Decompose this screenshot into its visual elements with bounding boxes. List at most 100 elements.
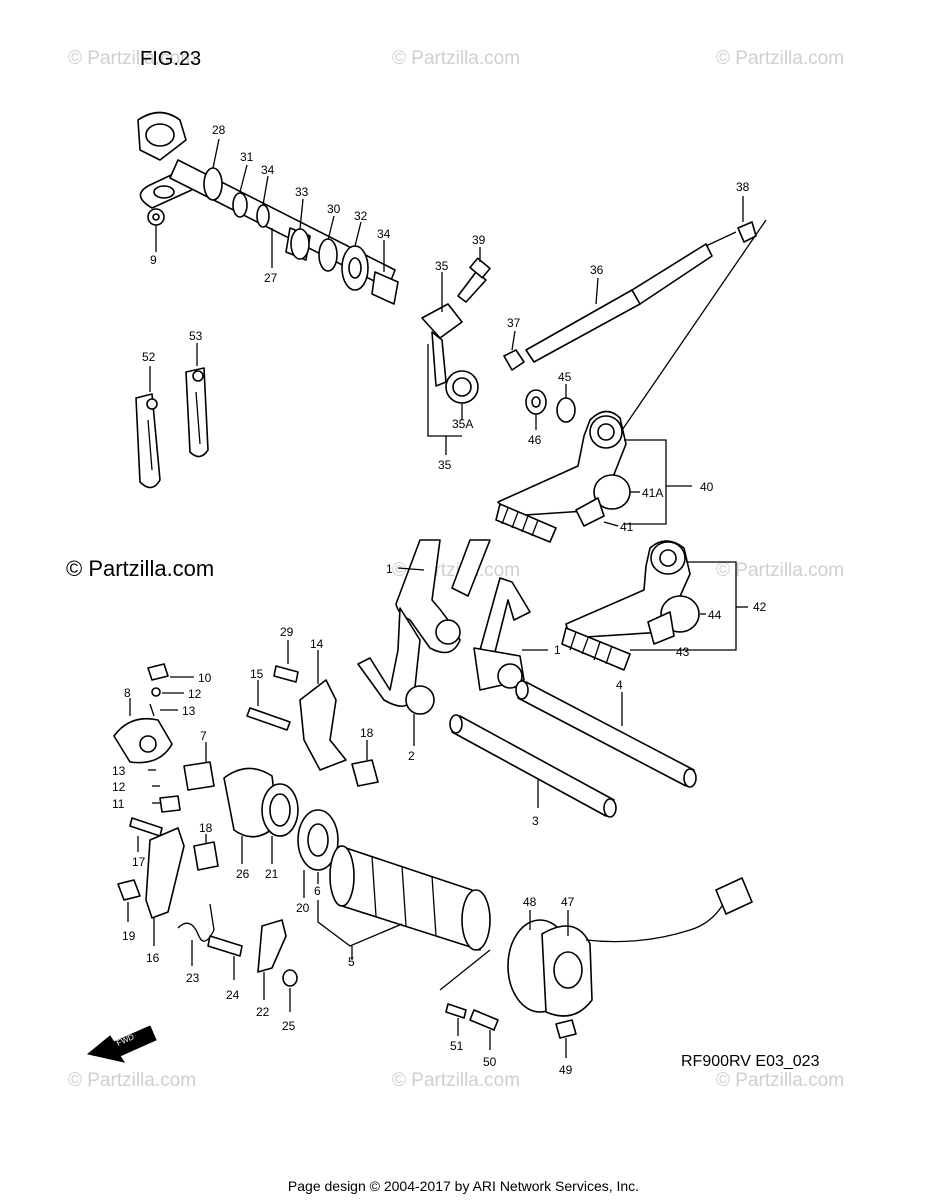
part-1-bore — [497, 663, 523, 689]
part-32-hole — [348, 257, 362, 279]
leader-bracket — [624, 439, 667, 525]
callout-25: 25 — [282, 1019, 296, 1033]
peg-rubber-rib — [501, 507, 509, 525]
leader — [397, 567, 425, 571]
part-45-washer — [556, 397, 576, 423]
leader-bracket — [630, 561, 737, 651]
drum-groove — [431, 875, 437, 937]
callout-39: 39 — [472, 233, 486, 247]
part-34-collar — [371, 271, 399, 305]
part-35A-ball — [452, 377, 472, 397]
callout-12: 12 — [112, 780, 126, 794]
part-18-dowel — [351, 759, 379, 787]
callout-51: 51 — [450, 1039, 464, 1053]
callout-42: 42 — [753, 600, 767, 614]
part-19-nut — [117, 879, 141, 901]
part-1-fork-lower — [479, 577, 531, 657]
part-40-pivot-hole — [597, 423, 615, 441]
part-47-wire — [585, 905, 723, 943]
part-51-spring — [445, 1003, 467, 1019]
peg-rubber-rib — [521, 515, 529, 533]
part-12-washer — [151, 687, 161, 697]
part-35-clamp — [421, 303, 463, 339]
part-15-bolt — [246, 707, 291, 731]
leader-bracket — [427, 344, 462, 437]
peg-rubber-rib — [581, 637, 589, 655]
part-23-spring — [177, 903, 215, 942]
part-36-rod — [525, 289, 641, 363]
watermark: © Partzilla.com — [68, 1070, 196, 1091]
part-53-hole — [192, 370, 204, 382]
shift-forks: 1 1 2 — [357, 539, 561, 763]
part-11-retainer — [159, 795, 181, 813]
leader — [299, 198, 304, 230]
part-4-end — [683, 768, 697, 788]
callout-33: 33 — [295, 185, 309, 199]
callout-27: 27 — [264, 271, 278, 285]
copyright-mark: © Partzilla.com — [66, 556, 215, 581]
callout-5: 5 — [348, 955, 355, 969]
peg-rubber-rib — [531, 519, 539, 537]
part-5-end — [329, 845, 355, 907]
callout-35: 35 — [438, 458, 452, 472]
part-50-pin — [469, 1009, 499, 1031]
callout-9: 9 — [150, 253, 157, 267]
fork-shafts: 4 3 — [449, 678, 697, 828]
callout-4: 4 — [616, 678, 623, 692]
callout-29: 29 — [280, 625, 294, 639]
callout-46: 46 — [528, 433, 542, 447]
part-21-bore — [269, 793, 291, 827]
callout-35: 35 — [435, 259, 449, 273]
callout-34: 34 — [377, 227, 391, 241]
part-1-bore — [435, 619, 461, 645]
leader — [212, 138, 220, 169]
callout-10: 10 — [198, 671, 212, 685]
part-25-washer — [282, 969, 298, 987]
part-17-bolt — [129, 817, 163, 837]
callout-11: 11 — [112, 797, 125, 811]
leader — [603, 521, 619, 527]
callout-49: 49 — [559, 1063, 573, 1077]
peg-rubber-rib — [511, 511, 519, 529]
fwd-arrow-icon — [86, 1025, 157, 1063]
callout-14: 14 — [310, 637, 324, 651]
part-18-dowel — [193, 841, 219, 871]
part-1-fork-prong — [451, 539, 491, 597]
callout-31: 31 — [240, 150, 254, 164]
part-13-spring — [149, 703, 155, 717]
drum-groove — [401, 865, 407, 927]
callout-36: 36 — [590, 263, 604, 277]
connector-line — [617, 219, 767, 437]
callout-24: 24 — [226, 988, 240, 1002]
leader-bracket — [317, 900, 403, 947]
peg-rubber-rib — [605, 645, 613, 665]
callout-16: 16 — [146, 951, 160, 965]
part-9-hole — [152, 213, 160, 221]
callout-23: 23 — [186, 971, 200, 985]
callout-20: 20 — [296, 901, 310, 915]
stays-52-53: 52 53 — [135, 329, 209, 489]
part-36-thread — [705, 231, 737, 247]
part-42-pivot-hole — [659, 549, 677, 567]
callout-40: 40 — [700, 480, 714, 494]
callout-6: 6 — [314, 884, 321, 898]
callout-48: 48 — [523, 895, 537, 909]
bottom-left-parts: 23 24 22 25 FWD — [86, 903, 298, 1063]
callout-7: 7 — [200, 729, 207, 743]
callout-15: 15 — [250, 667, 264, 681]
callout-13: 13 — [112, 764, 126, 778]
callout-21: 21 — [265, 867, 279, 881]
callout-41: 41 — [620, 520, 634, 534]
part-47-bore — [553, 951, 583, 989]
gear-shift-shaft-assembly: 28 31 34 33 30 32 34 9 27 — [137, 111, 399, 305]
part-43-rubber — [561, 627, 631, 671]
shift-link-assembly: 39 35 37 36 38 35A 35 — [421, 180, 767, 472]
part-4-end — [515, 680, 529, 700]
leader — [595, 277, 599, 305]
callout-47: 47 — [561, 895, 575, 909]
callout-37: 37 — [507, 316, 521, 330]
callout-18: 18 — [199, 821, 213, 835]
part-34-clip — [256, 204, 270, 228]
callout-30: 30 — [327, 202, 341, 216]
